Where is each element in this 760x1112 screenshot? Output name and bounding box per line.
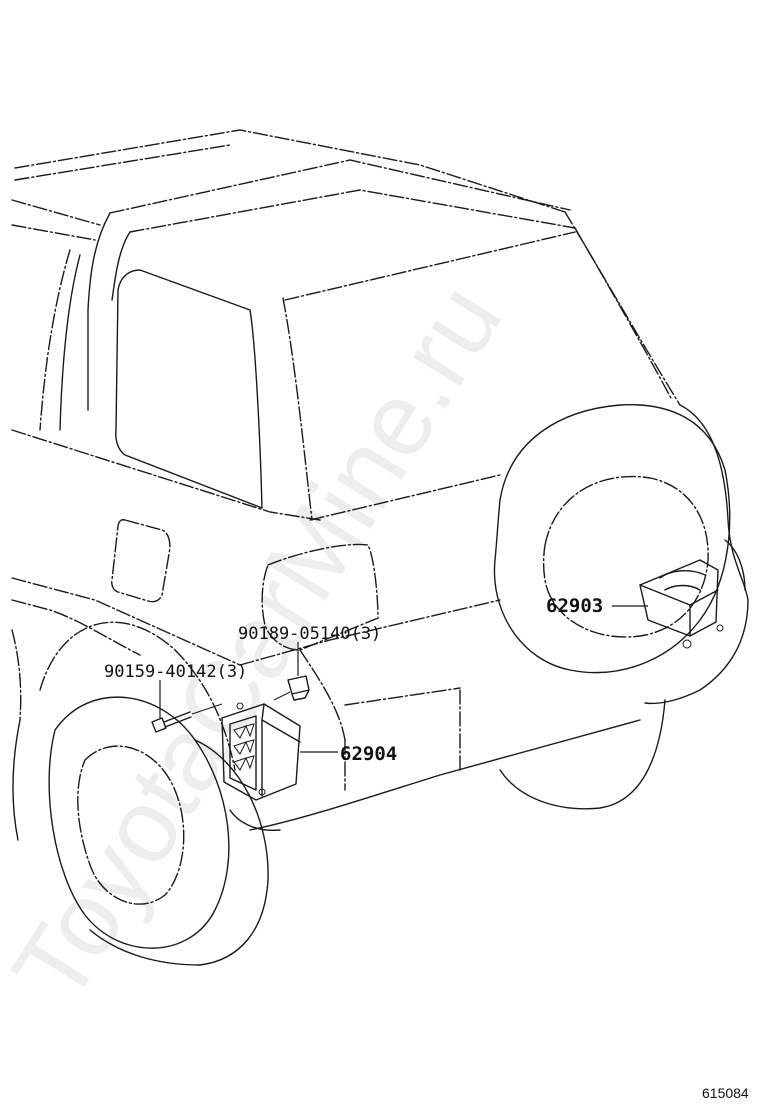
part-62903-spare-bracket bbox=[639, 559, 724, 649]
callout-62904: 62904 bbox=[340, 743, 397, 765]
callout-90189-05140: 90189-05140(3) bbox=[238, 624, 381, 644]
part-90189-05140-clip bbox=[273, 675, 310, 701]
part-90159-40142-screw bbox=[151, 703, 223, 733]
callout-62903: 62903 bbox=[546, 595, 603, 617]
callout-leaders bbox=[159, 605, 648, 753]
vehicle-body-outline bbox=[11, 129, 749, 966]
figure-id: 615084 bbox=[702, 1085, 749, 1101]
part-62904-vent bbox=[221, 702, 301, 801]
callout-90159-40142: 90159-40142(3) bbox=[104, 662, 247, 682]
